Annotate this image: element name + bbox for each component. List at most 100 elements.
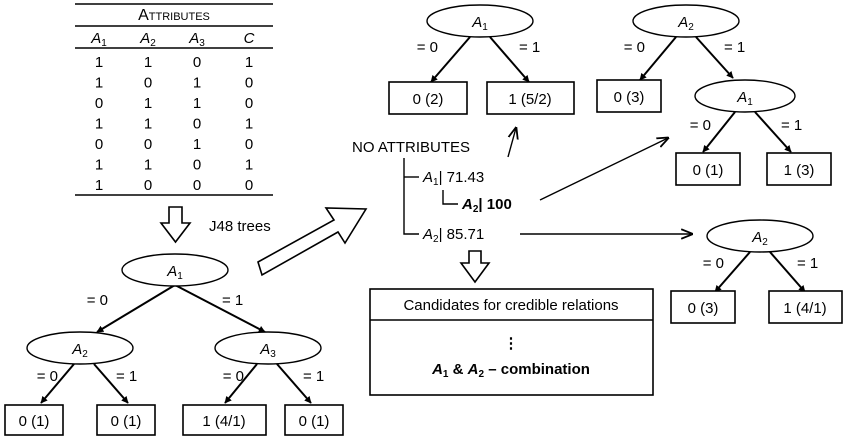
node-label: A1 [471, 14, 488, 33]
leaf-label: 0 (1) [693, 162, 724, 179]
leaf-label: 0 (2) [413, 91, 444, 108]
table-cell: 0 [144, 75, 152, 92]
leaf-label: 1 (5/2) [508, 91, 551, 108]
table-title: Attributes [138, 7, 210, 24]
table-cell: 0 [193, 177, 201, 194]
j48-label: J48 trees [209, 218, 271, 235]
edge-label-eq1: = 1 [116, 368, 137, 385]
tree-node-child [694, 79, 796, 113]
node-label: A3 [259, 341, 276, 360]
branch-a1-a2: A2| 100 [461, 196, 512, 215]
leaf-box [486, 81, 575, 115]
tree-node-root [632, 4, 740, 38]
table-cell: 0 [245, 136, 253, 153]
node-label: A2 [71, 341, 88, 360]
table-cell: 0 [144, 136, 152, 153]
leaf-box [284, 404, 344, 436]
tree-node-left [26, 331, 134, 365]
edge [174, 284, 266, 333]
right-tree-a2: A2 = 0 = 1 0 (3) 1 (4/1) [670, 219, 843, 324]
edge-label-eq0: = 0 [624, 39, 645, 56]
table-cell: 1 [193, 136, 201, 153]
leaf-label: 0 (3) [614, 89, 645, 106]
table-cell: 1 [95, 54, 103, 71]
no-attributes-label: NO ATTRIBUTES [352, 139, 470, 156]
arrow-to-top-a1 [507, 128, 516, 158]
leaf-label: 0 (1) [299, 413, 330, 430]
table-row: 1 0 1 0 [95, 75, 253, 92]
leaf-label: 0 (1) [111, 413, 142, 430]
edge [754, 111, 792, 153]
table-cell: 1 [144, 95, 152, 112]
leaf-label: 1 (4/1) [202, 413, 245, 430]
table-header-cell: C [244, 30, 255, 47]
leaf-label: 1 (4/1) [783, 300, 826, 317]
edge-label-eq1: = 1 [303, 368, 324, 385]
down-arrow-candidates-icon [459, 250, 491, 284]
edge-label-eq0: = 0 [690, 117, 711, 134]
node-label: A2 [751, 229, 768, 248]
table-cell: 0 [193, 157, 201, 174]
leaf-label: 1 (3) [784, 162, 815, 179]
branch-a1: A1| 71.43 [422, 169, 484, 188]
candidates-title: Candidates for credible relations [403, 297, 618, 314]
edge [96, 284, 176, 333]
leaf-box [388, 81, 468, 115]
down-arrow-table-icon [159, 206, 192, 244]
branch-a2: A2| 85.71 [422, 226, 484, 245]
leaf-label: 0 (3) [688, 300, 719, 317]
leaf-box [182, 404, 267, 436]
leaf-box [4, 404, 64, 436]
combination-label: A1 & A2 – combination [431, 361, 590, 380]
edge-label-eq1: = 1 [724, 39, 745, 56]
edge [93, 363, 129, 404]
leaf-box [596, 79, 662, 113]
candidates-ellipsis: ⋮ [504, 335, 519, 352]
top-tree-a2: A2 = 0 = 1 0 (3) A1 = 0 = 1 0 (1) 1 (3) [596, 4, 832, 186]
table-header-cell: A2 [139, 30, 156, 49]
table-cell: 0 [144, 177, 152, 194]
leaf-label: 0 (1) [19, 413, 50, 430]
table-cell: 1 [193, 75, 201, 92]
candidates-box: Candidates for credible relations ⋮ A1 &… [369, 288, 654, 396]
edge [489, 36, 530, 83]
table-cell: 0 [245, 75, 253, 92]
table-cell: 0 [193, 116, 201, 133]
connector [403, 158, 419, 235]
edge [430, 36, 471, 83]
edge-label-eq1: = 1 [781, 117, 802, 134]
table-cell: 1 [144, 116, 152, 133]
table-cell: 1 [245, 54, 253, 71]
edge [714, 251, 751, 293]
edge [276, 363, 312, 404]
table-cell: 0 [95, 95, 103, 112]
attribute-search-tree: NO ATTRIBUTES A1| 71.43 A2| 100 A2| 85.7… [352, 128, 692, 245]
node-label: A1 [166, 263, 183, 282]
table-cell: 1 [144, 54, 152, 71]
edge [769, 251, 806, 293]
leaf-box [768, 290, 843, 324]
edge-label-eq1: = 1 [519, 39, 540, 56]
edge [224, 363, 258, 404]
edge-label-eq1: = 1 [797, 255, 818, 272]
leaf-box [96, 404, 156, 436]
edge-label-eq0: = 0 [703, 255, 724, 272]
leaf-box [675, 152, 741, 186]
table-header-cell: A3 [188, 30, 205, 49]
edge [40, 363, 75, 404]
tree-node-root [426, 4, 534, 38]
connector [442, 190, 458, 205]
diagonal-arrow-icon [257, 207, 368, 277]
edge-label-eq1: = 1 [222, 292, 243, 309]
edge [639, 36, 677, 81]
table-cell: 1 [95, 116, 103, 133]
table-cell: 1 [95, 157, 103, 174]
table-cell: 1 [95, 75, 103, 92]
leaf-box [670, 290, 736, 324]
edge-label-eq0: = 0 [417, 39, 438, 56]
